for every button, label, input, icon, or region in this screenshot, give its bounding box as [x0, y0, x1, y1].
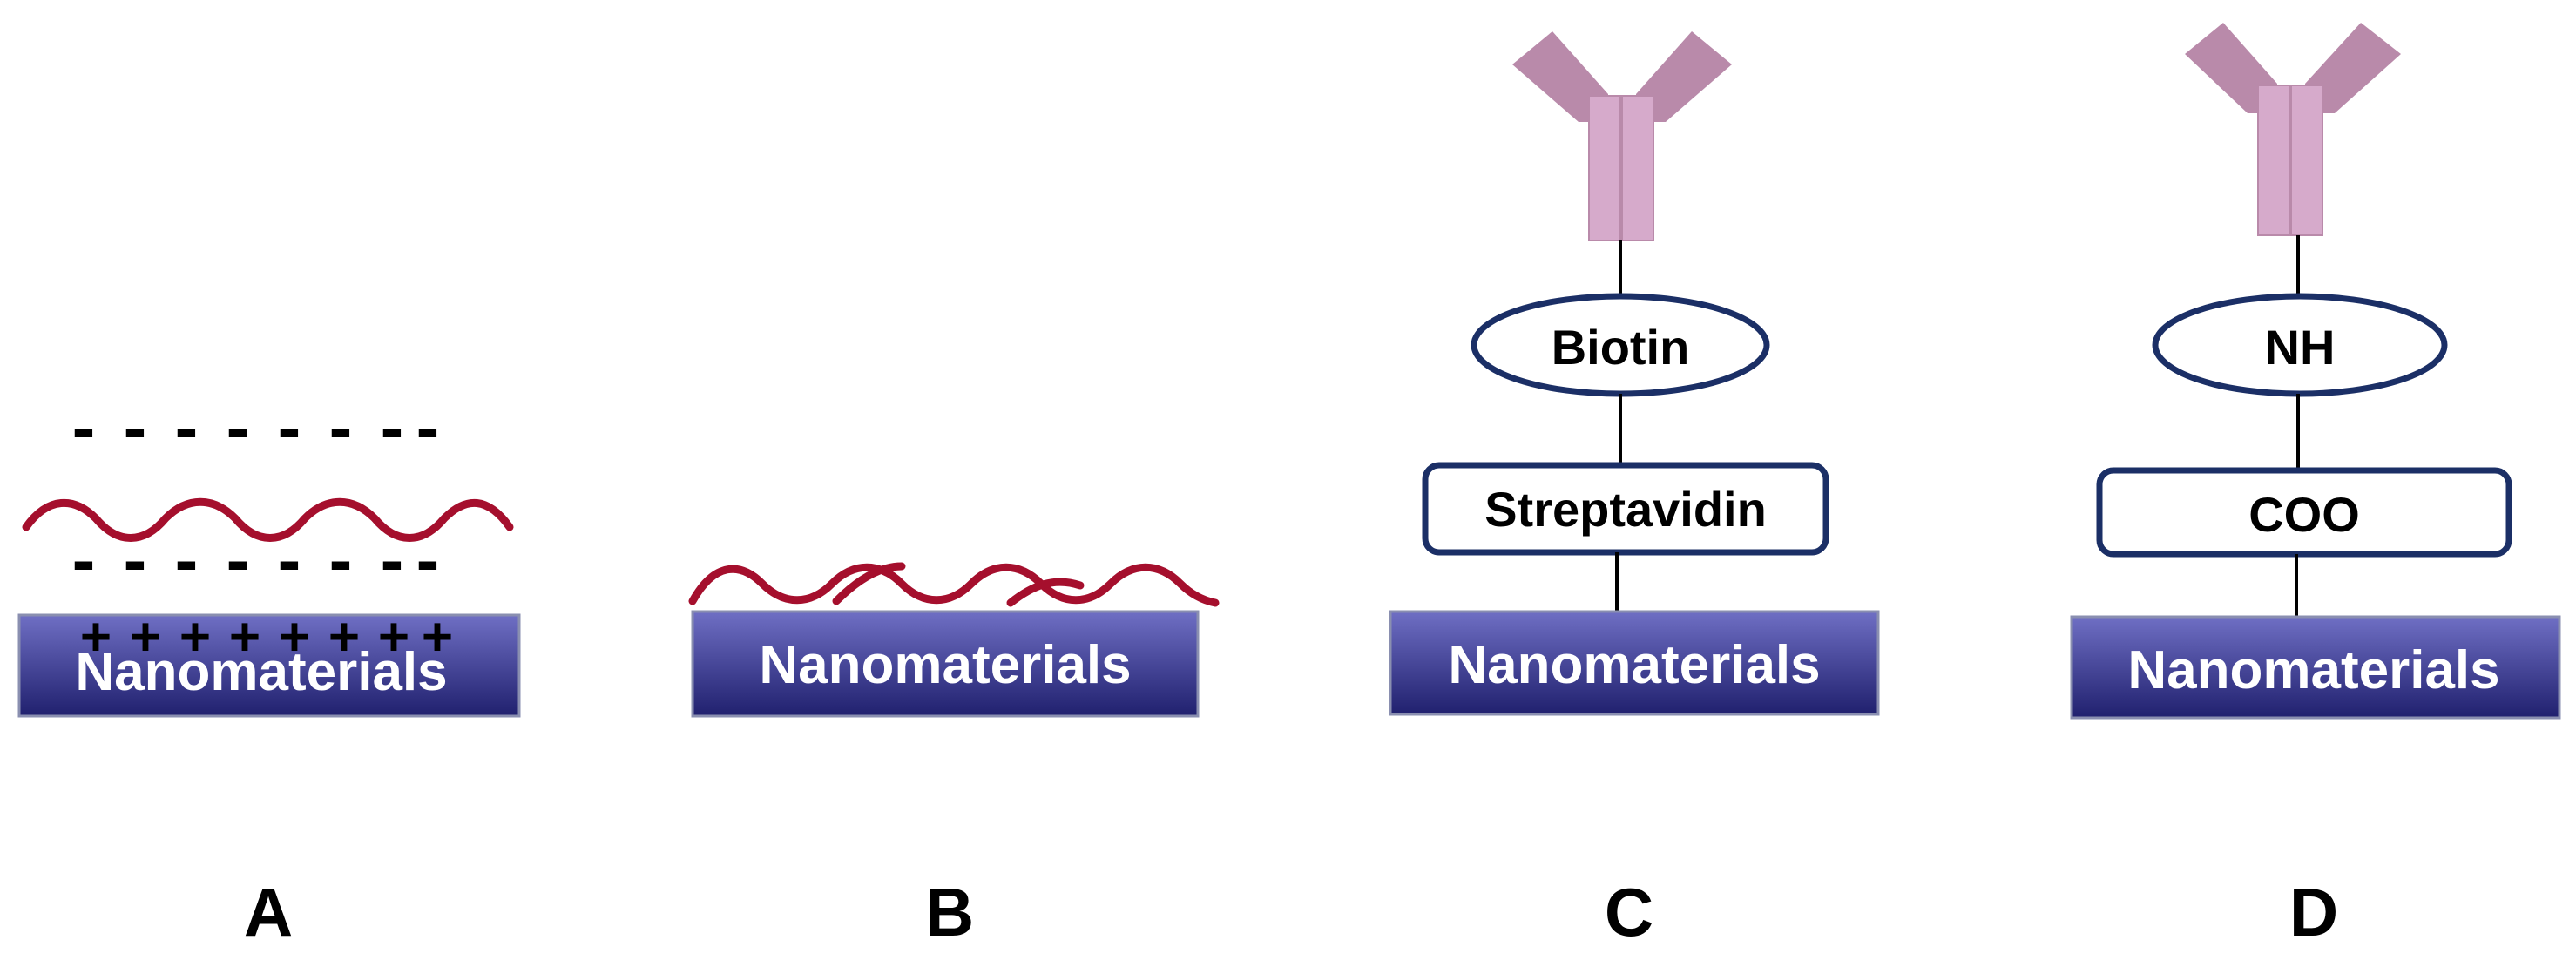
panel-label: B	[925, 874, 974, 950]
positive-charges: + + + + + + + +	[80, 607, 453, 667]
antibody	[1512, 31, 1732, 241]
panel-label: A	[244, 874, 293, 950]
panel-c: Biotin Streptavidin Nanomaterials C	[1389, 31, 1880, 950]
substrate-label: Nanomaterials	[1448, 635, 1820, 695]
streptavidin-box	[1422, 462, 1829, 556]
negative-charge: -	[226, 389, 250, 466]
antibody-left-arm	[2185, 23, 2277, 113]
dna-strand	[22, 497, 514, 542]
antibody-right-stem	[2290, 85, 2323, 236]
negative-charge: -	[329, 389, 353, 466]
negative-charge: -	[381, 521, 404, 598]
positive-charge: +	[80, 607, 112, 667]
positive-charge: +	[279, 607, 310, 667]
positive-charge: +	[378, 607, 409, 667]
coo-label: COO	[2248, 487, 2360, 542]
panel-a: - - - - - - - - - - - - - - - - + + + + …	[17, 389, 521, 950]
nanomaterial-substrate	[1389, 610, 1880, 716]
negative-charge: -	[226, 521, 250, 598]
antibody-right-arm	[2305, 23, 2401, 113]
panel-d: NH COO Nanomaterials D	[2070, 23, 2561, 950]
negative-charge: -	[124, 389, 147, 466]
positive-charge: +	[130, 607, 161, 667]
coo-box	[2096, 467, 2512, 558]
streptavidin-label: Streptavidin	[1484, 482, 1767, 537]
negative-charge: -	[175, 389, 199, 466]
panel-b: Nanomaterials B	[688, 562, 1220, 950]
substrate-label: Nanomaterials	[2127, 640, 2499, 700]
dna-strand	[688, 563, 1220, 607]
antibody-right-arm	[1636, 31, 1732, 122]
negative-charge: -	[416, 389, 440, 466]
nanomaterial-substrate	[17, 613, 521, 718]
negative-charge: -	[124, 521, 147, 598]
nanomaterial-substrate	[691, 610, 1200, 718]
nh-label: NH	[2265, 320, 2336, 375]
dna-strand	[832, 562, 906, 605]
negative-charge: -	[381, 389, 404, 466]
antibody-left-arm	[1512, 31, 1608, 122]
nanomaterial-substrate	[2070, 615, 2561, 720]
negative-charge: -	[278, 389, 301, 466]
negative-charge: -	[329, 521, 353, 598]
negative-charge: -	[72, 521, 96, 598]
negative-charges-bottom: - - - - - - - -	[72, 521, 440, 598]
antibody	[2185, 23, 2401, 236]
positive-charge: +	[422, 607, 453, 667]
antibody-left-stem	[2257, 85, 2290, 236]
negative-charge: -	[278, 521, 301, 598]
negative-charge: -	[72, 389, 96, 466]
positive-charge: +	[328, 607, 360, 667]
antibody-left-stem	[1588, 95, 1621, 241]
negative-charges-top: - - - - - - - -	[72, 389, 440, 466]
positive-charge: +	[229, 607, 260, 667]
negative-charge: -	[175, 521, 199, 598]
biotin-label: Biotin	[1552, 320, 1690, 375]
positive-charge: +	[179, 607, 211, 667]
panel-label: C	[1605, 874, 1653, 950]
substrate-label: Nanomaterials	[759, 635, 1131, 695]
substrate-label: Nanomaterials	[75, 642, 447, 702]
antibody-right-stem	[1621, 95, 1654, 241]
panel-label: D	[2289, 874, 2338, 950]
negative-charge: -	[416, 521, 440, 598]
dna-strand	[1006, 578, 1085, 607]
